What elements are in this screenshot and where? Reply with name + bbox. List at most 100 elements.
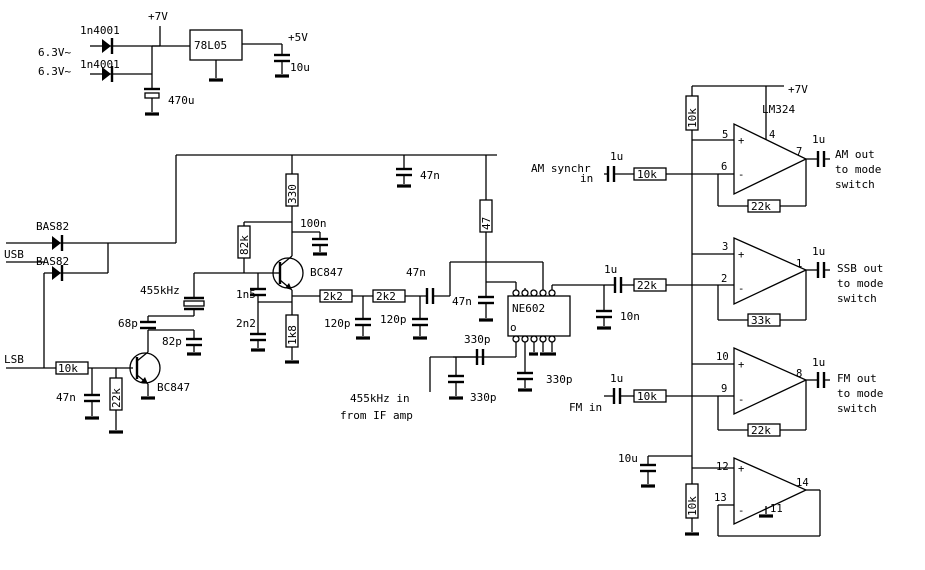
label-am-out-3: switch xyxy=(835,178,875,191)
label-res-22k-am-fb: 22k xyxy=(751,200,771,213)
label-cap-1u-ssb-out: 1u xyxy=(812,245,825,258)
label-res-1k8: 1k8 xyxy=(286,325,299,345)
label-minus-am: - xyxy=(738,169,744,181)
resistor-22k-lsb xyxy=(109,377,123,434)
capacitor-120p-a xyxy=(355,317,371,340)
label-cap-1u-am-in: 1u xyxy=(610,150,623,163)
text-labels: 1n4001 1n4001 6.3V~ 6.3V~ +7V 78L05 +5V … xyxy=(4,10,883,517)
opamp-am xyxy=(692,86,830,213)
label-am-in-1: AM synchr xyxy=(531,162,591,175)
diode-d1 xyxy=(100,38,160,54)
capacitor-1u-am-in xyxy=(606,166,616,182)
capacitor-47n-coupling xyxy=(425,288,435,304)
regulator-78l05 xyxy=(189,29,243,82)
power-supply-section xyxy=(90,26,290,116)
label-res-22k-lsb: 22k xyxy=(110,388,123,408)
diode-d2 xyxy=(100,66,152,82)
label-res-10k-bias-top: 10k xyxy=(686,108,699,128)
label-plus-fm: + xyxy=(738,359,744,371)
label-cap-2n2: 2n2 xyxy=(236,317,256,330)
label-fm-out-3: switch xyxy=(837,402,877,415)
label-plus5v: +5V xyxy=(288,31,308,44)
label-cap-1n5: 1n5 xyxy=(236,288,256,301)
label-cap-82p: 82p xyxy=(162,335,182,348)
label-res-10k-lsb: 10k xyxy=(58,362,78,375)
label-ssb-out-2: to mode xyxy=(837,277,883,290)
opamp-buffer xyxy=(692,456,821,537)
label-fm-in: FM in xyxy=(569,401,602,414)
label-res-10k-fm-in: 10k xyxy=(637,390,657,403)
label-pin-11: 11 xyxy=(770,503,783,515)
capacitor-470u xyxy=(144,87,160,116)
label-minus-fm: - xyxy=(738,394,744,406)
label-d2: 1n4001 xyxy=(80,58,120,71)
label-fm-out-1: FM out xyxy=(837,372,877,385)
capacitor-10u-bias xyxy=(640,463,656,488)
label-pin-7: 7 xyxy=(796,146,802,158)
label-minus-ssb: - xyxy=(738,283,744,295)
label-cap-330p-shunt: 330p xyxy=(470,391,497,404)
capacitor-10u-supply xyxy=(274,53,290,78)
label-res-10k-am-in: 10k xyxy=(637,168,657,181)
label-crystal: 455kHz xyxy=(140,284,180,297)
label-cap-1u-ssb-in: 1u xyxy=(604,263,617,276)
capacitor-100n xyxy=(312,237,328,256)
capacitor-1u-ssb-in xyxy=(613,277,623,293)
label-pin1-marker: o xyxy=(510,321,517,334)
label-res-82k: 82k xyxy=(238,235,251,255)
label-cap-47n-coupling: 47n xyxy=(406,266,426,279)
transistor-bc847-oscillator xyxy=(272,255,304,291)
label-plus7v-psu: +7V xyxy=(148,10,168,23)
label-fm-out-2: to mode xyxy=(837,387,883,400)
label-res-47: 47 xyxy=(480,217,493,230)
resistor-1k8 xyxy=(285,314,299,364)
label-res-22k-fm-fb: 22k xyxy=(751,424,771,437)
capacitor-47n-rail xyxy=(396,167,412,188)
label-bas82-a: BAS82 xyxy=(36,220,69,233)
label-cap-10n: 10n xyxy=(620,310,640,323)
label-cap-1u-fm-in: 1u xyxy=(610,372,623,385)
label-plus7v-opamp: +7V xyxy=(788,83,808,96)
label-am-out-1: AM out xyxy=(835,148,875,161)
label-regulator: 78L05 xyxy=(194,39,227,52)
label-ac2: 6.3V~ xyxy=(38,65,71,78)
label-plus-buf: + xyxy=(738,463,744,475)
label-pin-2: 2 xyxy=(721,273,727,285)
diode-bas82-upper xyxy=(52,235,64,251)
label-res-22k-ssb-in: 22k xyxy=(637,279,657,292)
label-if-input-2: from IF amp xyxy=(340,409,413,422)
label-res-10k-bias-bottom: 10k xyxy=(686,496,699,516)
resistor-10k-bias-bottom xyxy=(685,483,699,536)
label-ssb-out-1: SSB out xyxy=(837,262,883,275)
opamp-ssb xyxy=(692,236,830,327)
label-pin-5: 5 xyxy=(722,129,728,141)
label-cap-1u-am-out: 1u xyxy=(812,133,825,146)
label-cap-120p-a: 120p xyxy=(324,317,351,330)
label-pin-4: 4 xyxy=(769,129,775,141)
transistor-bc847-switch xyxy=(129,330,161,400)
label-cap-47n-ne602: 47n xyxy=(452,295,472,308)
label-usb: USB xyxy=(4,248,24,261)
label-pin-14: 14 xyxy=(796,477,809,489)
label-am-in-2: in xyxy=(580,172,593,185)
label-res-330: 330 xyxy=(286,184,299,204)
capacitor-120p-b xyxy=(412,317,428,340)
label-plus-ssb: + xyxy=(738,249,744,261)
capacitor-330p-shunt xyxy=(448,374,464,400)
label-bas82-b: BAS82 xyxy=(36,255,69,268)
label-cap-470u: 470u xyxy=(168,94,195,107)
label-res-33k-ssb-fb: 33k xyxy=(751,314,771,327)
label-cap-47n-lsb: 47n xyxy=(56,391,76,404)
label-plus-am: + xyxy=(738,135,744,147)
label-cap-1u-fm-out: 1u xyxy=(812,356,825,369)
label-pin-10: 10 xyxy=(716,351,729,363)
label-am-out-2: to mode xyxy=(835,163,881,176)
label-cap-330p-input: 330p xyxy=(464,333,491,346)
diode-bas82-lower xyxy=(52,265,64,281)
capacitor-47n-lsb xyxy=(84,393,100,420)
capacitor-2n2 xyxy=(250,332,266,352)
label-pin-9: 9 xyxy=(721,383,727,395)
label-cap-100n: 100n xyxy=(300,217,327,230)
